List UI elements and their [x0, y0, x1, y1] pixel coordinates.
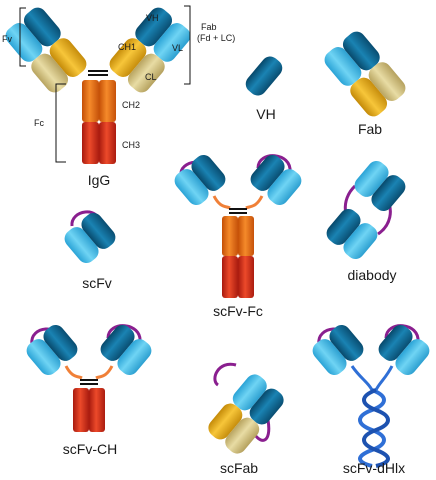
igg-left-vl-domain — [23, 7, 61, 47]
scfab-format-label: scFab — [219, 460, 259, 476]
fc-bracket — [55, 83, 66, 163]
igg-ch3-left — [82, 122, 99, 164]
fab-detail-label: (Fd + LC) — [197, 33, 236, 43]
fv-bracket — [19, 7, 26, 67]
helix-strand-b — [362, 388, 390, 468]
igg-hinge — [86, 66, 110, 84]
igg-right-cl-domain — [109, 38, 147, 77]
fab-format-label: Fab — [357, 121, 383, 137]
vl-region-label: VL — [172, 43, 184, 53]
fc-label: Fc — [34, 118, 44, 128]
cl-region-label: CL — [145, 72, 157, 82]
igg-left-fab-arm — [5, 7, 87, 93]
igg-ch3-right — [99, 122, 116, 164]
ch1-region-label: CH1 — [118, 42, 137, 52]
igg-structure — [5, 5, 191, 164]
igg-right-fab-arm — [109, 7, 191, 93]
fab-format — [324, 31, 406, 117]
scfab-format — [208, 362, 284, 454]
fab-region-label: Fab — [201, 22, 217, 32]
scfv-format-label: scFv — [82, 275, 112, 291]
vh-format — [245, 56, 283, 96]
igg-right-vl-domain — [135, 7, 173, 47]
ch3-region-label: CH3 — [122, 140, 141, 150]
igg-left-ch1-domain — [31, 53, 69, 93]
igg-ch2-right — [99, 80, 116, 122]
scfv-format — [64, 210, 116, 264]
igg-left-cl-domain — [49, 38, 87, 77]
igg-left-vh-domain — [5, 23, 43, 62]
fv-label: Fv — [2, 34, 12, 44]
vh-region-label: VH — [146, 13, 159, 23]
igg-right-vh-domain — [153, 23, 191, 62]
scfv-ch-format — [26, 324, 152, 432]
igg-ch2-left — [82, 80, 99, 122]
scfv-ch-format-label: scFv-CH — [62, 441, 118, 457]
vh-format-label: VH — [256, 106, 276, 122]
igg-title: IgG — [87, 172, 111, 188]
diabody-format — [326, 160, 406, 260]
diabody-format-label: diabody — [347, 267, 397, 283]
ch2-region-label: CH2 — [122, 100, 141, 110]
scfv-fc-format-label: scFv-Fc — [213, 303, 263, 319]
scfv-dhlx-format — [312, 324, 430, 468]
scfv-dhlx-format-label: scFv-dHlx — [342, 460, 406, 476]
fab-bracket — [184, 5, 191, 85]
igg-right-ch1-domain — [127, 53, 165, 93]
scfv-fc-format — [174, 154, 302, 298]
